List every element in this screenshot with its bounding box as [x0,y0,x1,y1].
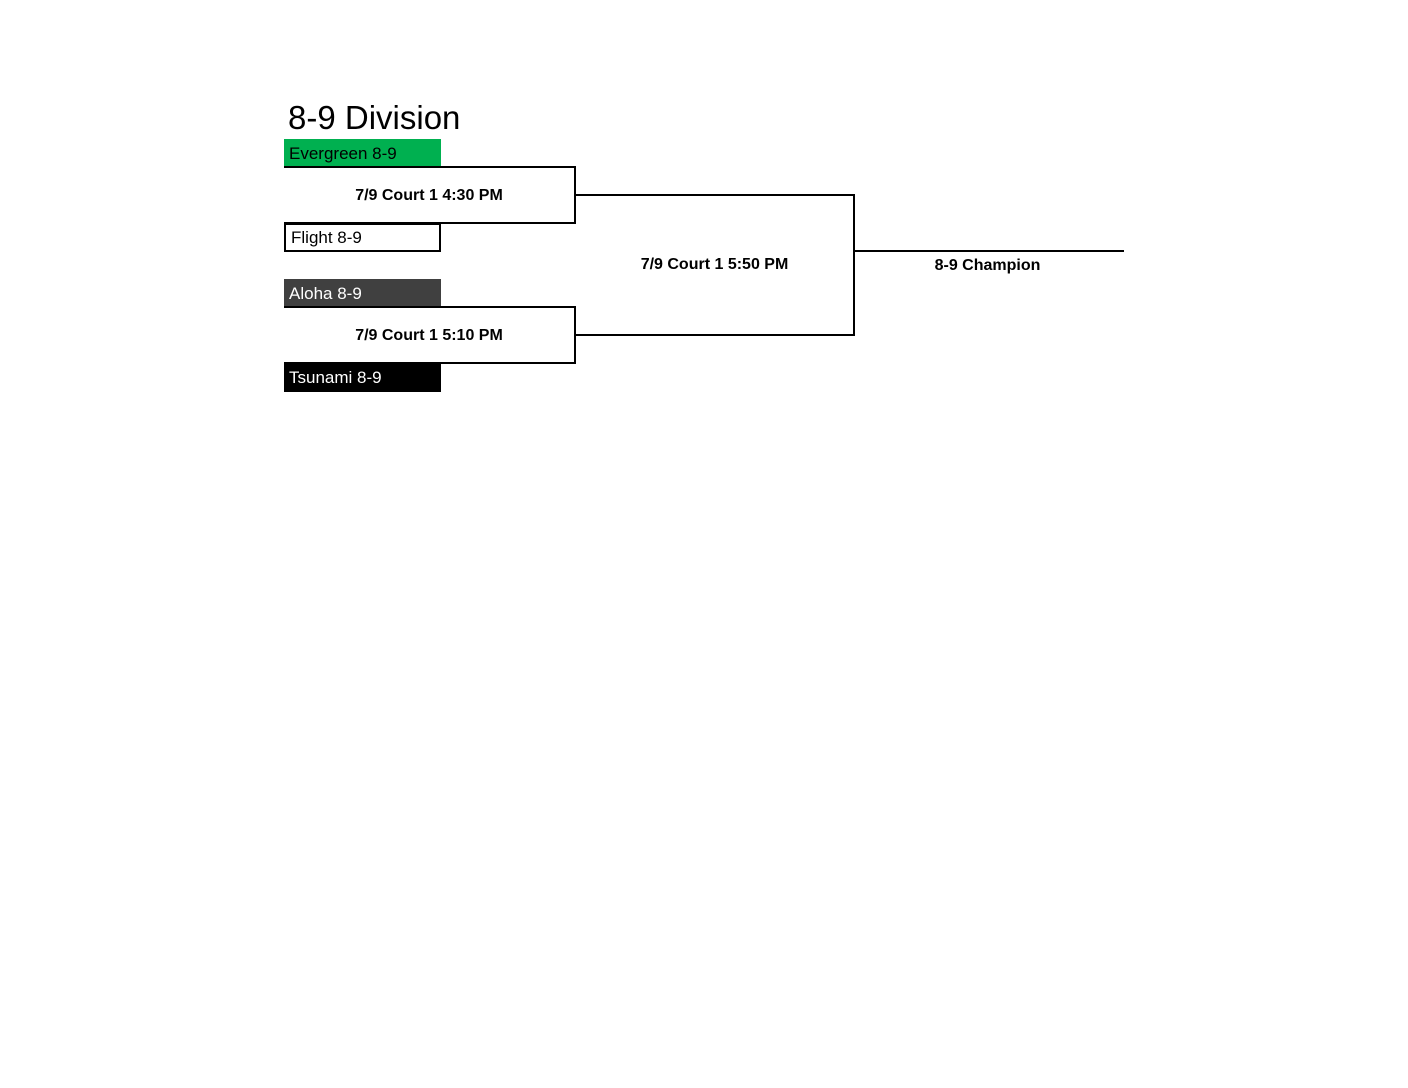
bracket-line [574,166,576,224]
bracket-line [284,166,576,168]
champion-label: 8-9 Champion [934,257,1041,274]
division-title: 8-9 Division [288,99,461,136]
team-flight: Flight 8-9 [284,223,441,252]
bracket-line [576,334,855,336]
bracket-line [853,194,855,336]
champion-line [855,250,1124,252]
bracket-line [574,306,576,364]
bracket-line [576,194,855,196]
semifinal-2-label: 7/9 Court 1 5:10 PM [355,327,503,344]
team-tsunami: Tsunami 8-9 [284,363,441,392]
semifinal-1-label: 7/9 Court 1 4:30 PM [355,187,503,204]
bracket-line [284,306,576,308]
final-label: 7/9 Court 1 5:50 PM [640,256,789,273]
team-aloha: Aloha 8-9 [284,279,441,308]
team-evergreen: Evergreen 8-9 [284,139,441,168]
bracket-line [284,222,576,224]
bracket-line [284,362,576,364]
